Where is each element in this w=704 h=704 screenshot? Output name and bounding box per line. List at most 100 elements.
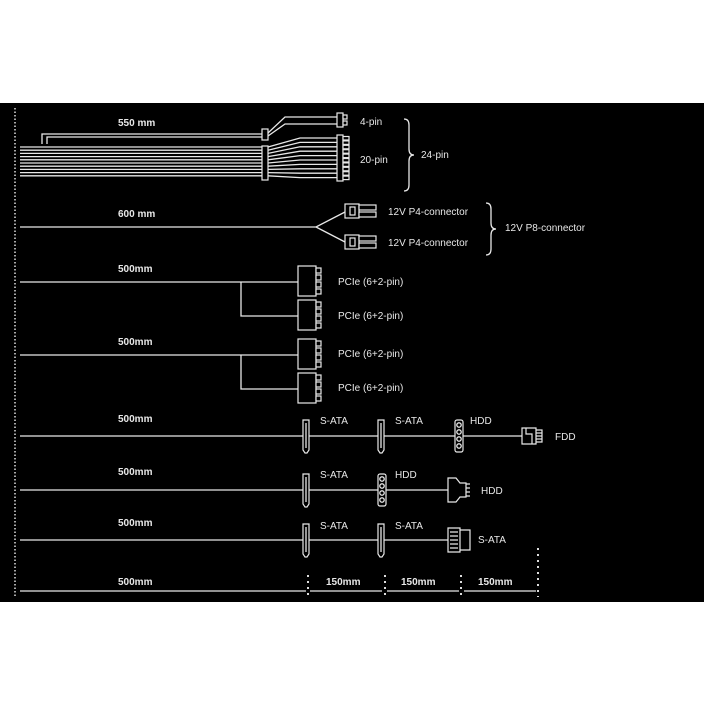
pin	[379, 476, 385, 482]
pin	[342, 166, 350, 172]
sata-connector-icon	[377, 523, 385, 558]
pin	[315, 301, 322, 308]
pin	[315, 315, 322, 322]
sata-connector-icon	[302, 523, 310, 558]
wire	[267, 146, 337, 155]
pin	[315, 361, 322, 368]
periph2-length: 500mm	[118, 467, 153, 478]
label-fdd: FDD	[555, 432, 576, 443]
pin	[315, 308, 322, 315]
pcie1-length: 500mm	[118, 264, 153, 275]
fdd-connector	[521, 427, 543, 445]
connector-body	[297, 372, 317, 404]
pcie-cable-2: 500mm PCIe (6+2-pin) PCIe (6+2-pin)	[20, 337, 403, 404]
20-pin-connector	[336, 134, 344, 182]
pin	[342, 135, 350, 141]
pin	[315, 388, 322, 395]
atx-length: 550 mm	[118, 118, 155, 129]
pin	[315, 340, 322, 347]
pin	[456, 436, 462, 442]
diagram-svg: 550 mm 4-pin 20-pin 24-pin 600 mm 12V P4…	[14, 108, 586, 598]
wire	[267, 137, 337, 148]
label-hdd: HDD	[481, 486, 503, 497]
label-pcie: PCIe (6+2-pin)	[338, 349, 403, 360]
wire	[267, 168, 337, 171]
pcie2-length: 500mm	[118, 337, 153, 348]
label-pcie: PCIe (6+2-pin)	[338, 277, 403, 288]
label-pcie: PCIe (6+2-pin)	[338, 311, 403, 322]
label-24-pin: 24-pin	[421, 150, 449, 161]
pin	[342, 157, 350, 163]
eps-cable: 600 mm 12V P4-connector 12V P4-connector…	[20, 202, 586, 256]
pin	[315, 281, 322, 288]
wire	[267, 163, 337, 167]
pin	[315, 395, 322, 402]
label-p8: 12V P8-connector	[505, 223, 586, 234]
pin	[379, 490, 385, 496]
pin	[342, 149, 350, 154]
ruler-main: 500mm	[118, 577, 153, 588]
peripheral-cable-3: 500mm S-ATA S-ATA S-ATA	[20, 518, 506, 558]
pin	[315, 288, 322, 295]
pin	[456, 422, 462, 428]
sata-end-connector	[447, 527, 471, 553]
connector-body	[297, 265, 317, 297]
wire	[267, 175, 337, 179]
pin	[379, 497, 385, 503]
brace-icon	[403, 118, 415, 192]
pin	[315, 347, 322, 354]
ruler-seg2: 150mm	[401, 577, 436, 588]
pin	[342, 175, 350, 181]
label-p4-1: 12V P4-connector	[388, 207, 469, 218]
connector-body	[297, 299, 317, 331]
pin	[315, 354, 322, 361]
label-p4-2: 12V P4-connector	[388, 238, 469, 249]
peripheral-cable-1: 500mm S-ATA S-ATA HDD FDD	[20, 414, 576, 454]
pin	[342, 144, 350, 150]
label-20-pin: 20-pin	[360, 155, 388, 166]
label-4-pin: 4-pin	[360, 117, 382, 128]
sata-connector-icon	[377, 419, 385, 454]
sata-connector-icon	[302, 473, 310, 508]
label-sata: S-ATA	[478, 535, 506, 546]
pin	[315, 322, 322, 329]
pcie-connector	[297, 299, 322, 331]
eps-length: 600 mm	[118, 209, 155, 220]
pin	[315, 274, 322, 281]
pin	[456, 429, 462, 435]
hdd-connector	[447, 477, 470, 503]
pcie-connector	[297, 265, 322, 297]
pin	[342, 153, 350, 159]
wire	[267, 154, 337, 161]
label-sata: S-ATA	[320, 521, 348, 532]
molex-connector-icon	[454, 419, 464, 453]
pin	[342, 171, 350, 176]
label-sata: S-ATA	[395, 521, 423, 532]
peripheral-cable-2: 500mm S-ATA HDD HDD	[20, 467, 503, 508]
wire	[267, 150, 337, 158]
wire	[267, 159, 337, 164]
periph1-length: 500mm	[118, 414, 153, 425]
pcie-cable-1: 500mm PCIe (6+2-pin) PCIe (6+2-pin)	[20, 264, 403, 331]
pin	[315, 267, 322, 274]
label-sata: S-ATA	[395, 416, 423, 427]
periph3-length: 500mm	[118, 518, 153, 529]
label-hdd: HDD	[395, 470, 417, 481]
cable-diagram: 550 mm 4-pin 20-pin 24-pin 600 mm 12V P4…	[0, 103, 704, 602]
label-sata: S-ATA	[320, 416, 348, 427]
connector-body	[297, 338, 317, 370]
pin	[315, 374, 322, 381]
label-sata: S-ATA	[320, 470, 348, 481]
molex-connector-icon	[377, 473, 387, 507]
atx-cable: 550 mm 4-pin 20-pin 24-pin	[20, 112, 449, 192]
pin	[342, 162, 350, 167]
pin	[456, 443, 462, 449]
pcie-connector	[297, 338, 322, 370]
ruler-seg1: 150mm	[326, 577, 361, 588]
label-pcie: PCIe (6+2-pin)	[338, 383, 403, 394]
wire	[267, 171, 337, 174]
ruler-seg3: 150mm	[478, 577, 513, 588]
pin	[315, 381, 322, 388]
wire	[267, 141, 337, 151]
4-pin-connector	[336, 112, 344, 128]
